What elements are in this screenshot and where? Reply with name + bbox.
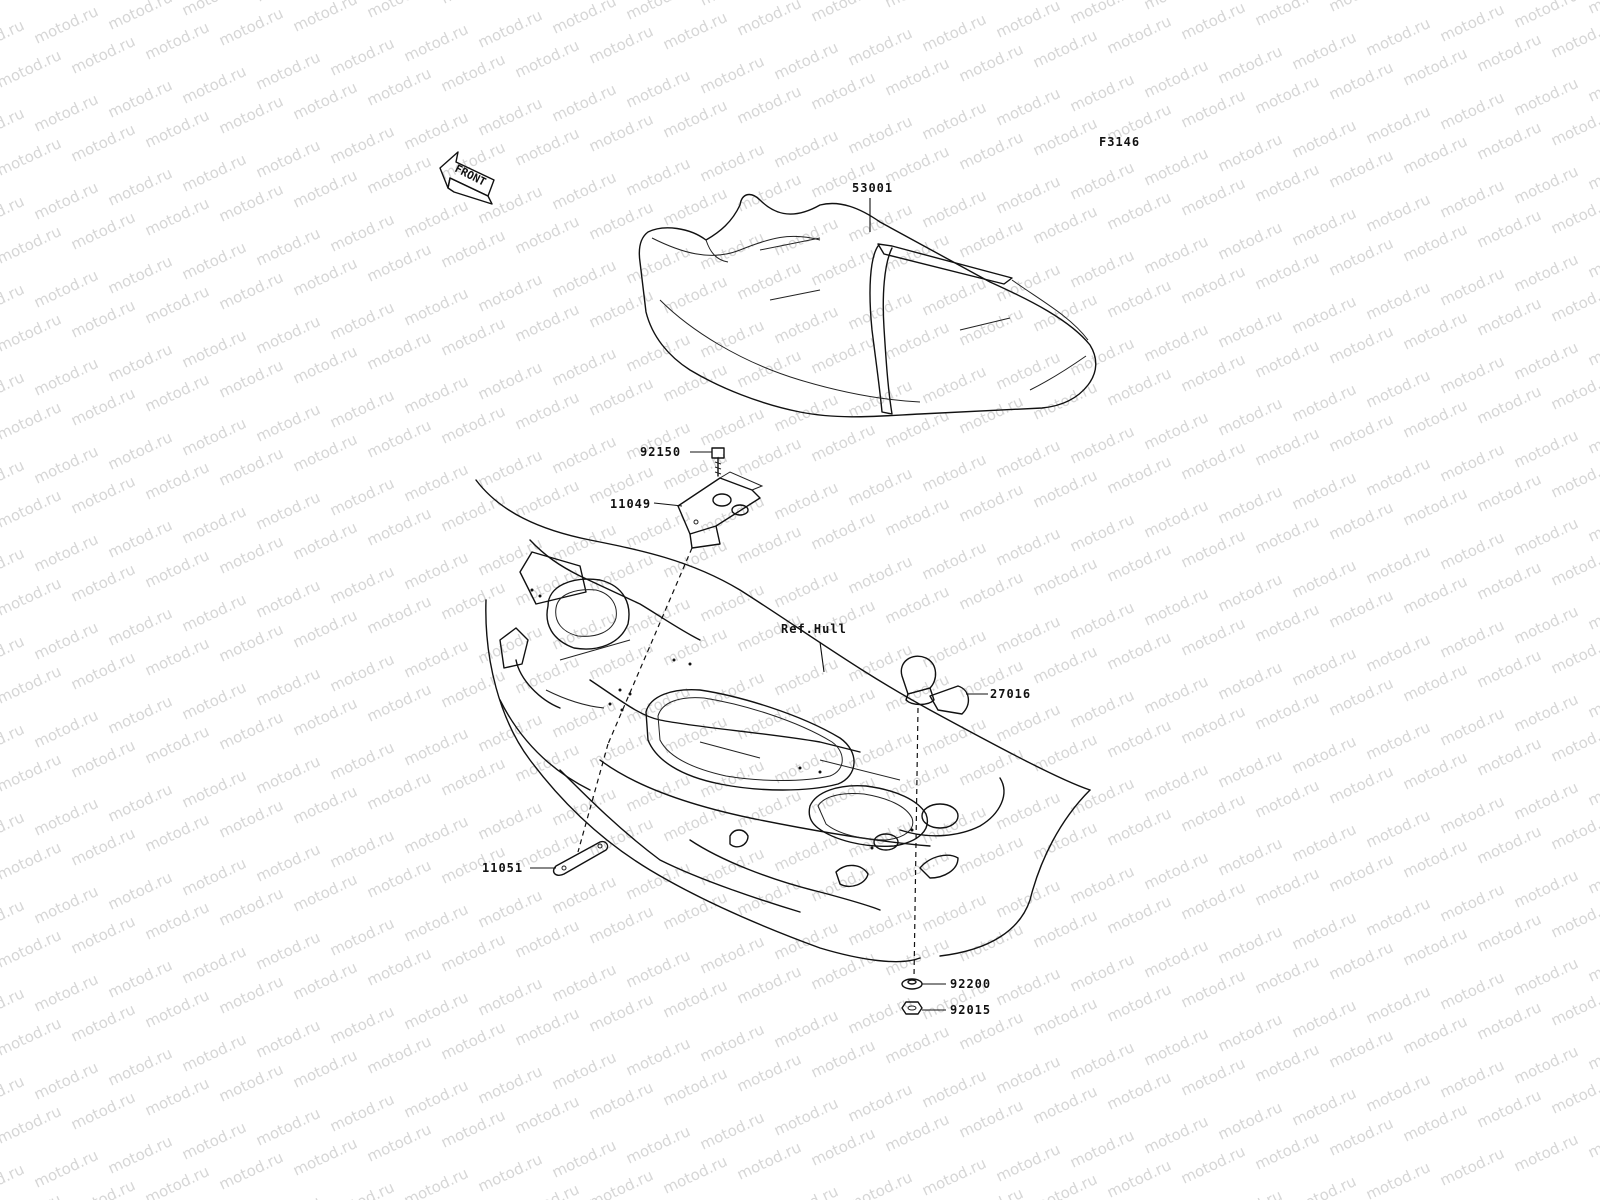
diagram-code: F3146 bbox=[1099, 135, 1141, 149]
cap-27016-drawing bbox=[900, 655, 969, 715]
bolt-92150-drawing bbox=[711, 447, 725, 477]
part-label-92200: 92200 bbox=[950, 977, 992, 991]
assembly-line bbox=[607, 547, 693, 745]
part-label-53001: 53001 bbox=[852, 181, 894, 195]
reference-label-hull: Ref.Hull bbox=[781, 622, 847, 636]
leader-line-11049 bbox=[653, 502, 683, 507]
front-arrow-text: FRONT bbox=[453, 162, 489, 189]
seat-drawing bbox=[638, 193, 1097, 418]
plate-11051-drawing bbox=[552, 840, 609, 876]
front-arrow-icon: FRONT bbox=[439, 151, 495, 205]
part-label-11049: 11049 bbox=[610, 497, 652, 511]
part-label-92150: 92150 bbox=[640, 445, 682, 459]
bracket-11049-drawing bbox=[677, 471, 764, 549]
washer-92200-drawing bbox=[901, 978, 923, 990]
assembly-line bbox=[577, 743, 609, 853]
part-label-92015: 92015 bbox=[950, 1003, 992, 1017]
part-label-27016: 27016 bbox=[990, 687, 1032, 701]
nut-92015-drawing bbox=[901, 1001, 923, 1015]
leader-line-ref-hull bbox=[819, 641, 825, 673]
hull-drawing bbox=[475, 479, 1091, 963]
part-label-11051: 11051 bbox=[482, 861, 524, 875]
assembly-line bbox=[913, 707, 919, 979]
